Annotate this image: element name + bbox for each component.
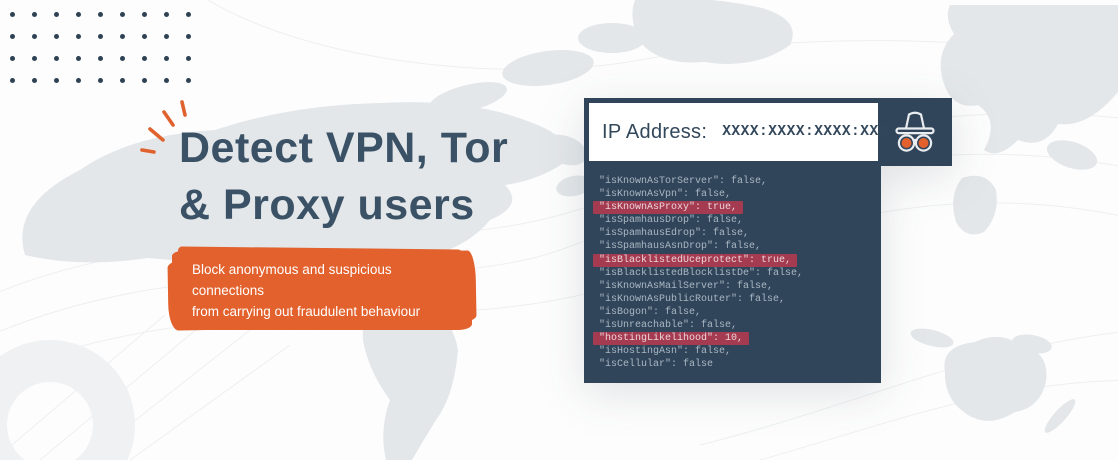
dot bbox=[76, 34, 81, 39]
code-line: "isKnownAsTorServer": false, bbox=[599, 175, 873, 188]
dot bbox=[10, 12, 15, 17]
subtitle-line-2: from carrying out fraudulent behaviour bbox=[192, 304, 421, 319]
dot bbox=[32, 78, 37, 83]
code-line: "isBogon": false, bbox=[599, 306, 873, 319]
spark-burst-icon bbox=[140, 100, 187, 154]
dot bbox=[32, 34, 37, 39]
dot bbox=[142, 78, 147, 83]
dot bbox=[10, 78, 15, 83]
code-line-text: "isSpamhausDrop": false, bbox=[599, 215, 744, 227]
ip-address-value: XXXX:XXXX:XXXX:XXX bbox=[716, 119, 894, 145]
dot bbox=[120, 12, 125, 17]
dot bbox=[32, 12, 37, 17]
code-line: "isUnreachable": false, bbox=[599, 319, 873, 332]
code-line-highlighted: "isBlacklistedUceprotect": true, bbox=[593, 253, 798, 267]
code-line-text: "isKnownAsPublicRouter": false, bbox=[599, 293, 786, 305]
dot bbox=[164, 56, 169, 61]
code-line-highlighted: "isKnownAsProxy": true, bbox=[593, 201, 744, 215]
code-line: "isBlacklistedUceprotect": true, bbox=[593, 253, 873, 267]
ip-address-box: IP Address: XXXX:XXXX:XXXX:XXX bbox=[589, 103, 887, 161]
dot bbox=[98, 34, 103, 39]
spy-hat-glasses-icon bbox=[895, 111, 935, 152]
dot bbox=[142, 56, 147, 61]
dot bbox=[98, 78, 103, 83]
dot bbox=[54, 78, 59, 83]
code-line: "isHostingAsn": false, bbox=[599, 345, 873, 358]
code-line-text: "isUnreachable": false, bbox=[599, 320, 738, 332]
code-line: "isKnownAsProxy": true, bbox=[593, 201, 873, 215]
dot-pattern bbox=[10, 0, 191, 83]
subtitle-brush-box: Block anonymous and suspicious connectio… bbox=[172, 251, 472, 330]
code-line: "isKnownAsPublicRouter": false, bbox=[599, 293, 873, 306]
dot bbox=[76, 78, 81, 83]
code-lines: "isKnownAsTorServer": false, "isKnownAsVp… bbox=[584, 166, 881, 384]
title-line-1: Detect VPN, Tor bbox=[179, 124, 509, 172]
spy-icon-cell bbox=[878, 98, 952, 166]
code-line: "isSpamhausAsnDrop": false, bbox=[599, 240, 873, 253]
dot bbox=[186, 12, 191, 17]
code-line-text: "isCellular": false bbox=[599, 359, 714, 371]
dot bbox=[10, 34, 15, 39]
dot bbox=[54, 12, 59, 17]
code-line: "isBlacklistedBlocklistDe": false, bbox=[599, 267, 873, 280]
code-line-text: "isBogon": false, bbox=[599, 306, 702, 318]
dot bbox=[54, 34, 59, 39]
dot bbox=[164, 12, 169, 17]
code-line: "isSpamhausEdrop": false, bbox=[599, 227, 873, 240]
code-line: "isCellular": false bbox=[599, 358, 873, 371]
ring-decoration bbox=[0, 340, 135, 460]
dot bbox=[164, 34, 169, 39]
dot bbox=[164, 78, 169, 83]
code-line-highlighted: "hostingLikelihood": 10, bbox=[593, 332, 750, 346]
dot bbox=[142, 12, 147, 17]
ip-panel-header: IP Address: XXXX:XXXX:XXXX:XXX bbox=[584, 98, 952, 166]
subtitle-line-1: Block anonymous and suspicious connectio… bbox=[192, 262, 392, 298]
code-line: "isKnownAsVpn": false, bbox=[599, 188, 873, 201]
dot bbox=[10, 56, 15, 61]
dot bbox=[120, 78, 125, 83]
dot bbox=[120, 34, 125, 39]
code-line-text: "isHostingAsn": false, bbox=[599, 346, 732, 358]
code-line: "isKnownAsMailServer": false, bbox=[599, 280, 873, 293]
code-line-text: "isKnownAsTorServer": false, bbox=[599, 176, 768, 187]
dot bbox=[120, 56, 125, 61]
dot bbox=[76, 56, 81, 61]
code-line-text: "isSpamhausEdrop": false, bbox=[599, 228, 750, 240]
dot bbox=[186, 78, 191, 83]
code-line: "isSpamhausDrop": false, bbox=[599, 214, 873, 227]
code-line-text: "isKnownAsMailServer": false, bbox=[599, 280, 774, 292]
dot bbox=[32, 56, 37, 61]
dot bbox=[98, 12, 103, 17]
ip-address-label: IP Address: bbox=[602, 120, 708, 143]
code-line: "hostingLikelihood": 10, bbox=[593, 332, 873, 346]
code-line-text: "isSpamhausAsnDrop": false, bbox=[599, 241, 762, 253]
dot bbox=[54, 56, 59, 61]
ip-result-panel: IP Address: XXXX:XXXX:XXXX:XXX "isK bbox=[584, 98, 952, 384]
dot bbox=[186, 34, 191, 39]
dot bbox=[186, 56, 191, 61]
title-line-2: & Proxy users bbox=[179, 181, 475, 229]
code-line-text: "isBlacklistedBlocklistDe": false, bbox=[599, 267, 804, 279]
page-title: Detect VPN, Tor & Proxy users bbox=[179, 120, 508, 234]
dot bbox=[142, 34, 147, 39]
code-line-text: "isKnownAsVpn": false, bbox=[599, 189, 732, 201]
dot bbox=[98, 56, 103, 61]
dot bbox=[76, 12, 81, 17]
